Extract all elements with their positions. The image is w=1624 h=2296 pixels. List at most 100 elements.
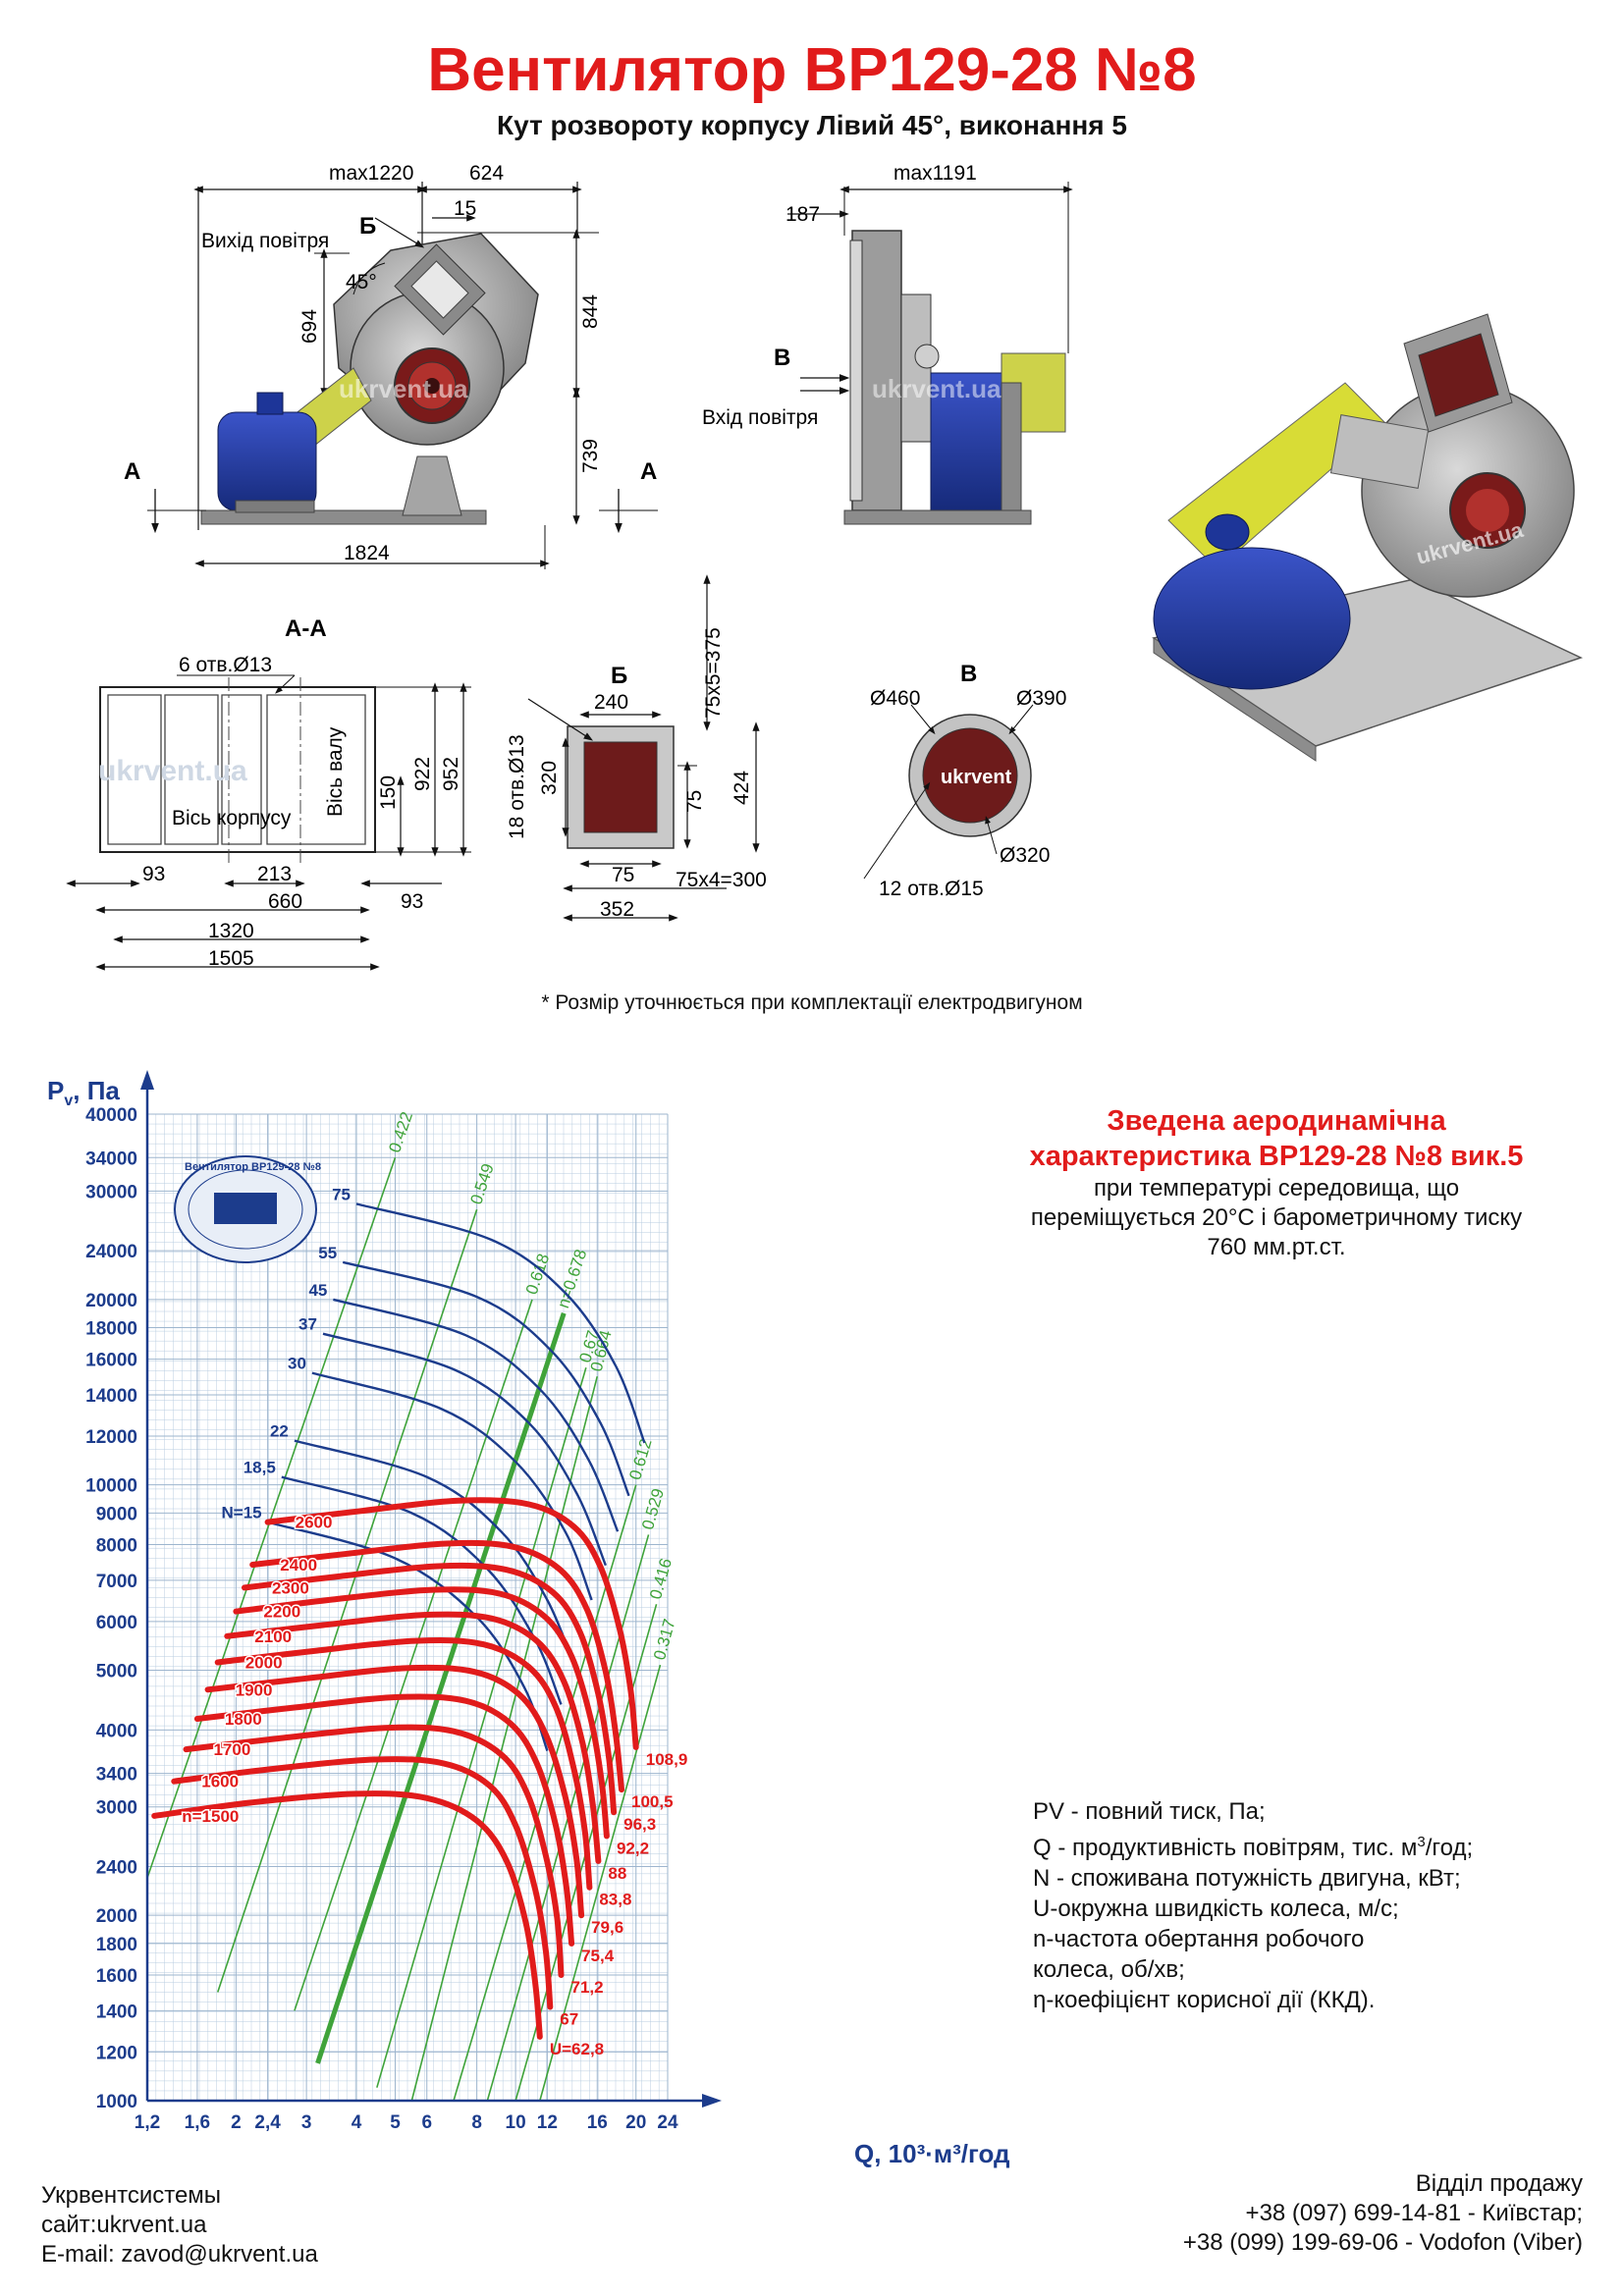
power-curve [342,1260,630,1497]
x-tick-label: 10 [506,2112,526,2133]
tip-speed-label: 67 [560,2009,578,2028]
footer-email[interactable]: E-mail: zavod@ukrvent.ua [41,2241,318,2268]
speed-label: 1800 [225,1710,262,1729]
angle-label: 45° [346,271,377,294]
flange-b-holes: 18 отв.Ø13 [506,734,528,839]
chart-ylabel: Pv, Па [47,1076,120,1109]
y-tick-label: 3000 [96,1798,137,1819]
chart-side-text-2: переміщується 20°С і барометричному тиск… [1030,1204,1523,1231]
footer-company-block: Укрвентсистемы сайт:ukrvent.ua E-mail: z… [41,2181,318,2269]
y-tick-label: 2400 [96,1857,137,1878]
efficiency-line [294,1299,533,2011]
footer-phone-1[interactable]: +38 (097) 699-14-81 - Київстар; [1245,2200,1583,2226]
y-tick-label: 5000 [96,1662,137,1682]
aa-holes: 6 отв.Ø13 [179,654,272,676]
aa-dim-150: 150 [377,775,400,810]
chart-side-title-2: характеристика ВР129-28 №8 вик.5 [1029,1141,1524,1172]
section-aa-title: А-А [285,615,327,642]
x-tick-label: 16 [587,2112,608,2133]
dim-max1220: max1220 [329,162,413,185]
aa-dim-1320: 1320 [208,920,254,942]
tip-speed-label: 79,6 [591,1918,623,1937]
power-curve [333,1298,620,1532]
efficiency-label: 0.422 [385,1109,416,1154]
tip-speed-label: 75,4 [581,1947,615,1965]
y-tick-label: 10000 [85,1476,137,1497]
legend-u: U-окружна швидкість колеса, м/с; [1033,1896,1399,1922]
y-tick-label: 1600 [96,1966,137,1987]
speed-curve [224,1611,602,1864]
legend-rot1: n-частота обертання робочого [1033,1926,1365,1952]
y-axis-arrow [140,1070,154,1090]
speed-curve [151,1790,543,2040]
y-tick-label: 1000 [96,2092,137,2112]
watermark-side: ukrvent.ua [872,374,1001,403]
chart-side-text: при температурі середовища, що переміщує… [1001,1174,1551,1262]
y-tick-label: 12000 [85,1427,137,1448]
aa-dim-952: 952 [440,757,462,791]
y-tick-label: 40000 [85,1105,137,1126]
footer-site[interactable]: сайт:ukrvent.ua [41,2212,207,2238]
front-view: max1220 624 15 Вихід повітря Б 45° 694 8… [124,162,658,569]
aa-dim-1505: 1505 [208,947,254,970]
chart-grid [146,1113,669,2102]
y-tick-label: 4000 [96,1721,137,1741]
page-title: Вентилятор ВР129-28 №8 [427,36,1197,104]
efficiency-line [315,1312,567,2064]
chart-ylabel-main: P [47,1076,64,1105]
isometric-view: ukrvent.ua [1154,314,1581,761]
tip-speed-label: 71,2 [571,1978,604,1997]
speed-label: n=1500 [182,1807,239,1826]
label-outlet: Вихід повітря [201,230,329,252]
tip-speed-label: 83,8 [599,1891,631,1909]
flange-v-d460: Ø460 [870,687,920,710]
speed-label: 2000 [245,1653,283,1672]
dim-15: 15 [454,197,476,220]
aa-dim-660: 660 [268,890,302,913]
aa-dim-922: 922 [411,757,434,791]
speed-label: 2100 [254,1628,292,1646]
aa-dim-213: 213 [257,863,292,885]
page-subtitle: Кут розвороту корпусу Лівий 45°, виконан… [497,110,1127,140]
legend-n: N - споживана потужність двигуна, кВт; [1033,1865,1461,1892]
flange-v-holes: 12 отв.Ø15 [879,878,984,900]
power-curve [322,1332,608,1567]
x-tick-label: 1,6 [185,2112,210,2133]
x-tick-label: 20 [625,2112,646,2133]
legend-q: Q - продуктивність повітрям, тис. м3/год… [1033,1827,1583,1863]
aa-dim-93-right: 93 [401,890,423,913]
aa-dim-93-left: 93 [142,863,165,885]
footnote: * Розмір уточнюється при комплектації ел… [541,991,1083,1014]
dim-844: 844 [579,294,602,329]
dim-max1191: max1191 [893,162,977,185]
label-inlet: Вхід повітря [702,406,818,429]
footer-company: Укрвентсистемы [41,2182,222,2209]
power-curve [355,1202,646,1444]
flange-v-title: В [960,661,977,687]
speed-curve [233,1586,610,1840]
speed-curves: n=1500U=62,8160067170071,2180075,4190079… [151,1497,687,2058]
y-tick-label: 6000 [96,1613,137,1633]
power-label: 18,5 [244,1459,276,1477]
watermark-front: ukrvent.ua [339,374,468,403]
x-tick-label: 6 [421,2112,432,2133]
section-aa: А-А 6 отв.Ø13 Вісь валу Вісь корпусу 150… [66,615,471,971]
legend-eta: η-коефіцієнт корисної дії (ККД). [1033,1987,1376,2013]
legend-pv: PV - повний тиск, Па; [1033,1798,1266,1825]
y-tick-label: 2000 [96,1906,137,1927]
aa-axis-shaft: Вісь валу [324,726,347,817]
y-tick-label: 14000 [85,1386,137,1407]
flange-b: Б 240 75x5=375 18 отв.Ø13 320 75 424 75 … [506,574,767,922]
x-tick-label: 8 [471,2112,482,2133]
x-tick-label: 1,2 [135,2112,160,2133]
speed-label: 1700 [213,1740,250,1759]
flange-b-dim-75-h: 75 [612,864,634,886]
y-tick-label: 30000 [85,1182,137,1202]
letter-b: Б [359,213,376,240]
x-tick-label: 4 [352,2112,362,2133]
technical-drawings: max1220 624 15 Вихід повітря Б 45° 694 8… [66,162,1624,971]
x-tick-label: 2 [231,2112,242,2133]
footer-phone-2[interactable]: +38 (099) 199-69-06 - Vodofon (Viber) [1182,2229,1583,2256]
power-curve [267,1521,549,1752]
speed-curve [242,1562,618,1816]
